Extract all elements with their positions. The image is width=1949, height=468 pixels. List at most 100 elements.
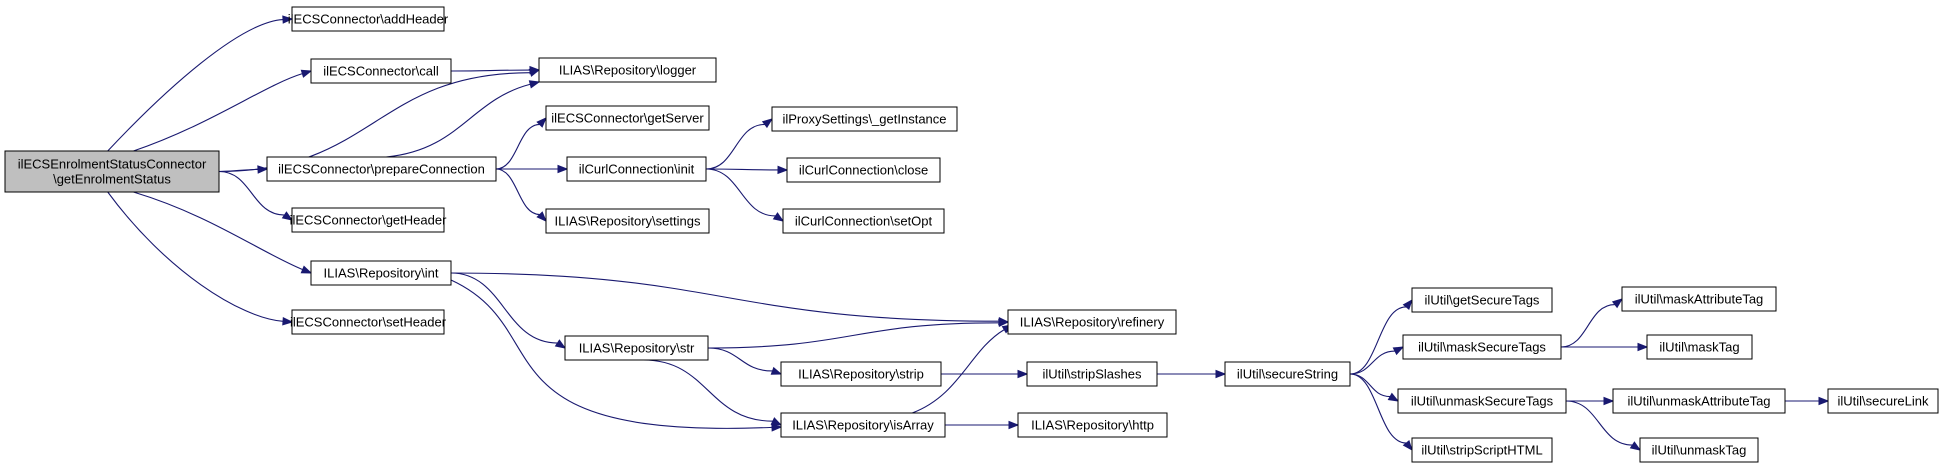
node-box — [1402, 334, 1562, 360]
node-label: ilUtil\secureString — [1237, 367, 1338, 382]
node-addheader[interactable]: ilECSConnector\addHeader — [288, 6, 449, 32]
arrowhead-icon — [1603, 396, 1615, 406]
edge-masksecuretags-to-maskattributetag — [1560, 298, 1624, 348]
node-box — [1411, 287, 1553, 313]
edge-line — [705, 168, 779, 171]
node-box — [291, 6, 445, 32]
edge-prepareconnection-to-getserver — [495, 117, 547, 170]
arrowhead-icon — [777, 165, 789, 175]
edge-root-to-addheader — [107, 15, 294, 152]
arrowhead-icon — [536, 211, 547, 222]
node-root[interactable]: ilECSEnrolmentStatusConnector\getEnrolme… — [4, 150, 220, 193]
node-box — [4, 150, 220, 193]
edge-root-to-int — [133, 191, 313, 274]
node-curlclose[interactable]: ilCurlConnection\close — [786, 157, 941, 183]
node-getinstance[interactable]: ilProxySettings\_getInstance — [771, 106, 958, 132]
edge-strip-to-stripslashes — [940, 369, 1029, 379]
arrowhead-icon — [1215, 369, 1227, 379]
node-prepareconnection[interactable]: ilECSConnector\prepareConnection — [266, 156, 497, 182]
arrowhead-icon — [1008, 420, 1020, 430]
node-masktag[interactable]: ilUtil\maskTag — [1646, 334, 1753, 360]
node-label: ilUtil\unmaskTag — [1652, 443, 1747, 458]
edge-line — [218, 170, 285, 216]
node-label: ilECSEnrolmentStatusConnector — [18, 157, 207, 172]
edge-line — [1349, 373, 1391, 398]
node-stripslashes[interactable]: ilUtil\stripSlashes — [1026, 361, 1158, 387]
node-box — [1026, 361, 1158, 387]
edge-root-to-logger — [218, 68, 541, 173]
node-maskattributetag[interactable]: ilUtil\maskAttributeTag — [1621, 286, 1777, 312]
node-strip[interactable]: ILIAS\Repository\strip — [780, 361, 942, 387]
edge-str-to-refinery — [707, 318, 1010, 349]
node-box — [1224, 361, 1351, 387]
node-str[interactable]: ILIAS\Repository\str — [564, 335, 709, 361]
node-box — [1827, 388, 1939, 414]
node-box — [1612, 388, 1786, 414]
node-label: ilUtil\maskTag — [1659, 340, 1739, 355]
edge-prepareconnection-to-logger — [386, 80, 541, 158]
node-box — [538, 57, 717, 83]
node-label: ilECSConnector\getHeader — [290, 213, 447, 228]
node-label: ilUtil\stripSlashes — [1043, 367, 1142, 382]
arrowhead-icon — [1402, 298, 1413, 310]
node-label: ilProxySettings\_getInstance — [782, 112, 946, 127]
node-securelink[interactable]: ilUtil\secureLink — [1827, 388, 1939, 414]
node-label: ILIAS\Repository\isArray — [792, 418, 934, 433]
node-box — [266, 156, 497, 182]
edge-line — [1349, 373, 1407, 444]
edge-root-to-call — [133, 69, 313, 152]
edge-isarray-to-http — [944, 420, 1020, 430]
node-setheader[interactable]: ilECSConnector\setHeader — [290, 309, 447, 335]
arrowhead-icon — [1818, 396, 1830, 406]
edge-curlinit-to-setopt — [705, 168, 785, 222]
node-label: ILIAS\Repository\settings — [555, 214, 701, 229]
node-stripscripthtml[interactable]: ilUtil\stripScriptHTML — [1411, 437, 1553, 463]
arrowhead-icon — [1392, 346, 1405, 356]
nodes-layer: ilECSEnrolmentStatusConnector\getEnrolme… — [4, 6, 1939, 463]
node-box — [1639, 437, 1759, 463]
node-getheader[interactable]: ilECSConnector\getHeader — [290, 207, 447, 233]
node-logger[interactable]: ILIAS\Repository\logger — [538, 57, 717, 83]
node-call[interactable]: ilECSConnector\call — [310, 58, 452, 84]
edge-line — [133, 191, 303, 271]
edge-line — [450, 69, 531, 72]
node-isarray[interactable]: ILIAS\Repository\isArray — [780, 412, 946, 438]
node-label: ilUtil\maskAttributeTag — [1635, 292, 1764, 307]
node-curlinit[interactable]: ilCurlConnection\init — [566, 156, 707, 182]
arrowhead-icon — [1387, 392, 1400, 402]
node-box — [545, 208, 710, 234]
node-label: ilUtil\maskSecureTags — [1418, 340, 1546, 355]
arrowhead-icon — [998, 318, 1010, 328]
arrowhead-icon — [1629, 441, 1642, 451]
edge-curlinit-to-curlclose — [705, 165, 789, 175]
edge-line — [707, 347, 773, 372]
node-getsecuretags[interactable]: ilUtil\getSecureTags — [1411, 287, 1553, 313]
node-label: ilUtil\secureLink — [1837, 394, 1929, 409]
node-label: ILIAS\Repository\refinery — [1020, 315, 1165, 330]
arrowhead-icon — [528, 80, 541, 89]
node-label: ILIAS\Repository\int — [324, 266, 439, 281]
node-refinery[interactable]: ILIAS\Repository\refinery — [1007, 309, 1177, 335]
node-label: ilUtil\unmaskAttributeTag — [1627, 394, 1770, 409]
edge-unmaskattributetag-to-securelink — [1785, 396, 1830, 406]
node-int[interactable]: ILIAS\Repository\int — [310, 260, 452, 286]
node-getserver[interactable]: ilECSConnector\getServer — [545, 105, 710, 131]
edge-unmasksecuretags-to-unmaskattributetag — [1566, 396, 1615, 406]
arrowhead-icon — [529, 65, 541, 75]
arrowhead-icon — [1637, 342, 1649, 352]
node-setopt[interactable]: ilCurlConnection\setOpt — [782, 208, 945, 234]
node-securestring[interactable]: ilUtil\secureString — [1224, 361, 1351, 387]
edge-line — [705, 168, 776, 217]
arrowhead-icon — [281, 211, 294, 221]
edge-line — [107, 191, 284, 322]
node-unmasksecuretags[interactable]: ilUtil\unmaskSecureTags — [1397, 388, 1567, 414]
edge-line — [1560, 304, 1615, 348]
node-settings[interactable]: ILIAS\Repository\settings — [545, 208, 710, 234]
edge-securestring-to-stripscripthtml — [1349, 373, 1413, 452]
node-http[interactable]: ILIAS\Repository\http — [1017, 412, 1168, 438]
node-unmasktag[interactable]: ilUtil\unmaskTag — [1639, 437, 1759, 463]
node-unmaskattributetag[interactable]: ilUtil\unmaskAttributeTag — [1612, 388, 1786, 414]
edge-prepareconnection-to-curlinit — [495, 164, 569, 174]
node-masksecuretags[interactable]: ilUtil\maskSecureTags — [1402, 334, 1562, 360]
